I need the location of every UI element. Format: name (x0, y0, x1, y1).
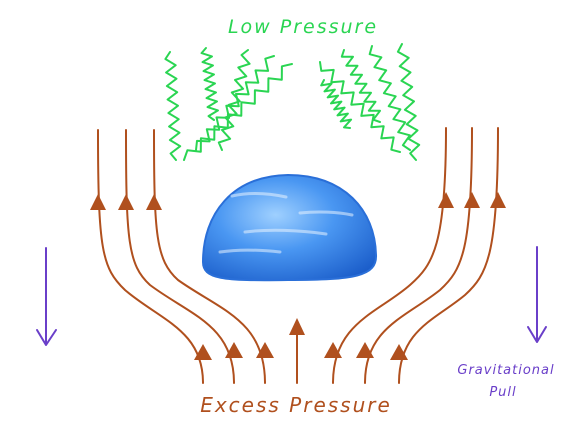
low-pressure-squiggle (195, 55, 275, 151)
low-pressure-label: Low Pressure (228, 16, 378, 38)
flow-line (398, 127, 499, 384)
flow-line (97, 129, 204, 384)
arrow-down-icon (527, 326, 547, 343)
arrow-up-icon (289, 318, 305, 335)
low-pressure-squiggle (340, 49, 381, 123)
droplet-highlight (230, 192, 288, 199)
arrow-up-icon (438, 192, 454, 208)
arrow-up-icon (90, 194, 106, 210)
low-pressure-squiggle (200, 47, 219, 121)
excess-pressure-label: Excess Pressure (200, 393, 392, 417)
low-pressure-squiggle (368, 45, 411, 151)
flow-arrowheads (90, 192, 506, 360)
flow-line (364, 127, 473, 384)
arrow-up-icon (390, 344, 408, 360)
arrow-down-icon (36, 329, 57, 346)
arrow-up-icon (225, 342, 243, 358)
arrow-up-icon (256, 342, 274, 358)
low-pressure-squiggle (217, 49, 251, 151)
arrow-up-icon (464, 192, 480, 208)
gravitational-label-line2: Pull (489, 385, 516, 400)
low-pressure-squiggle (183, 63, 293, 161)
droplet-highlight (298, 210, 354, 217)
low-pressure-squiggle (164, 51, 182, 161)
gravitational-arrows (36, 246, 547, 346)
arrow-up-icon (146, 194, 162, 210)
gravitational-label-line1: Gravitational (457, 363, 554, 378)
droplet-highlight (218, 248, 282, 254)
droplet-body (201, 173, 378, 282)
flow-line (332, 127, 447, 384)
arrow-up-icon (194, 344, 212, 360)
arrow-up-icon (356, 342, 374, 358)
low-pressure-squiggle (396, 43, 421, 161)
low-pressure-squiggle (319, 61, 401, 153)
arrow-up-icon (118, 194, 134, 210)
water-droplet (201, 173, 378, 282)
arrow-up-icon (324, 342, 342, 358)
arrow-up-icon (490, 192, 506, 208)
droplet-highlight (243, 228, 328, 236)
low-pressure-squiggle (320, 79, 353, 129)
low-pressure-squiggles (164, 43, 421, 161)
